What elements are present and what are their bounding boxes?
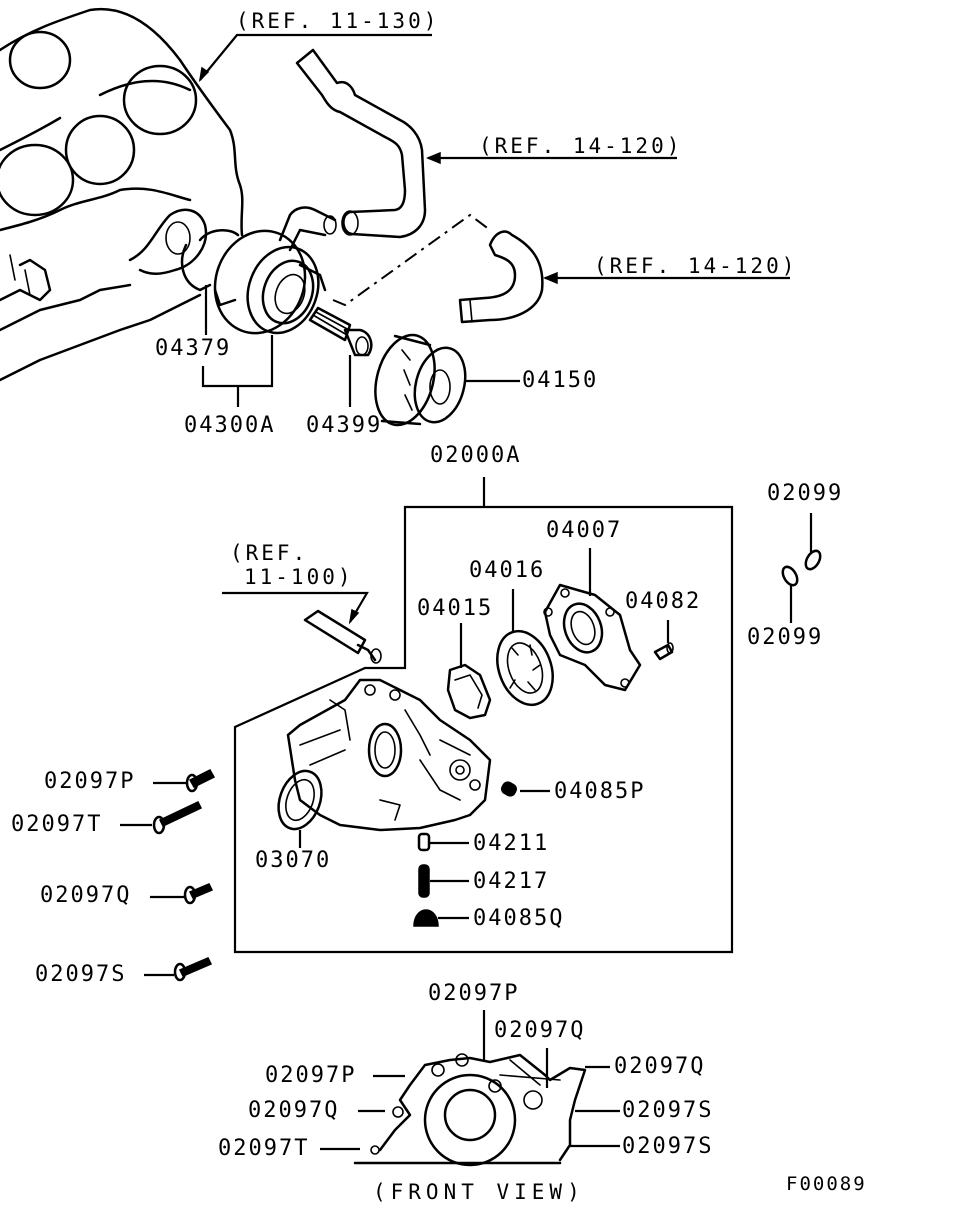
part-label-04085P[interactable]: 04085P <box>554 779 646 804</box>
upper-hose-drawing <box>295 48 427 239</box>
ref-11-100-label-line2[interactable]: 11-100) <box>244 565 354 589</box>
part-label-02097S[interactable]: 02097S <box>35 962 127 987</box>
o-ring-bottom <box>781 565 799 587</box>
part-label-04300A[interactable]: 04300A <box>184 413 276 438</box>
part-label-02097P[interactable]: 02097P <box>44 769 136 794</box>
fv-label-top-p[interactable]: 02097P <box>428 981 520 1006</box>
bolts-drawing <box>152 769 216 982</box>
screw-04082-drawing <box>653 642 674 661</box>
part-label-04007[interactable]: 04007 <box>546 518 623 543</box>
front-view-drawing <box>353 1053 587 1167</box>
fv-label-top-q[interactable]: 02097Q <box>494 1018 586 1043</box>
dash-connector <box>332 213 491 307</box>
ref-14-120-lower-label[interactable]: (REF. 14-120) <box>594 254 798 278</box>
part-label-04217[interactable]: 04217 <box>473 869 550 894</box>
oil-cooler-drawing <box>180 206 337 335</box>
part-label-04082[interactable]: 04082 <box>625 589 702 614</box>
sealant-tube-drawing <box>303 609 382 664</box>
fv-label-left-q[interactable]: 02097Q <box>248 1098 340 1123</box>
part-label-02000A[interactable]: 02000A <box>430 443 522 468</box>
engine-block-drawing <box>0 7 244 382</box>
oil-filter-drawing <box>374 333 467 427</box>
fv-label-right-s1[interactable]: 02097S <box>622 1098 714 1123</box>
fv-label-right-s2[interactable]: 02097S <box>622 1134 714 1159</box>
part-label-04015[interactable]: 04015 <box>417 596 494 621</box>
inner-rotor-drawing <box>446 663 492 720</box>
oil-pump-body-drawing <box>286 678 492 832</box>
part-label-04399[interactable]: 04399 <box>306 413 383 438</box>
ref-11-100-label-line1[interactable]: (REF. <box>230 541 309 565</box>
ref-14-120-upper-label[interactable]: (REF. 14-120) <box>479 134 683 158</box>
part-label-04150[interactable]: 04150 <box>522 368 599 393</box>
lower-hose-drawing <box>458 230 544 324</box>
front-view-caption: (FRONT VIEW) <box>373 1180 585 1204</box>
part-label-04085Q[interactable]: 04085Q <box>473 906 565 931</box>
part-label-04379[interactable]: 04379 <box>155 336 232 361</box>
leader-04300A <box>201 335 274 407</box>
fv-label-left-p[interactable]: 02097P <box>265 1063 357 1088</box>
part-label-02097Q[interactable]: 02097Q <box>40 883 132 908</box>
fv-label-right-q[interactable]: 02097Q <box>614 1054 706 1079</box>
part-label-02099-bottom[interactable]: 02099 <box>747 625 824 650</box>
small-parts-drawing <box>413 781 517 927</box>
outer-rotor-drawing <box>496 629 554 707</box>
part-label-02099-top[interactable]: 02099 <box>767 481 844 506</box>
part-label-04016[interactable]: 04016 <box>469 558 546 583</box>
o-ring-top <box>804 549 822 571</box>
ref-11-130-label[interactable]: (REF. 11-130) <box>236 9 440 33</box>
assembly-box-02000A <box>233 477 734 954</box>
leader-ref-11-130 <box>199 33 432 81</box>
figure-id: F00089 <box>786 1173 867 1195</box>
union-bolt-drawing <box>308 306 373 357</box>
oil-seal-drawing <box>277 769 323 831</box>
part-label-03070[interactable]: 03070 <box>255 848 332 873</box>
fv-label-left-t[interactable]: 02097T <box>218 1136 310 1161</box>
leader-ref-11-100 <box>222 591 369 623</box>
part-label-04211[interactable]: 04211 <box>473 831 550 856</box>
part-label-02097T[interactable]: 02097T <box>11 812 103 837</box>
